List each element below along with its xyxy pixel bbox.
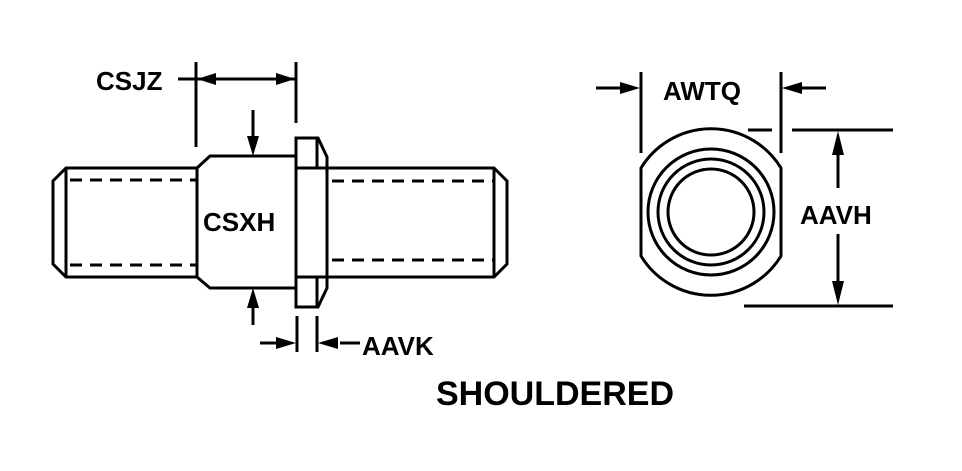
- bore: [666, 167, 756, 257]
- aavh-dimension: AAVH: [744, 128, 893, 308]
- right-thread-dash: [332, 179, 494, 262]
- awtq-dimension: AWTQ: [596, 72, 826, 153]
- middle-ring: [656, 157, 766, 267]
- end-outline: [639, 127, 783, 297]
- end-view: AWTQ AAVH: [596, 72, 893, 308]
- flange: [294, 136, 329, 309]
- aavk-dimension: AAVK: [260, 316, 434, 361]
- diagram-title: SHOULDERED: [436, 375, 674, 413]
- aavh-label: AAVH: [800, 200, 872, 230]
- csxh-dimension: CSXH: [203, 110, 275, 325]
- outer-ring: [646, 147, 776, 277]
- awtq-label: AWTQ: [663, 76, 741, 106]
- csjz-dimension: CSJZ: [96, 62, 298, 147]
- csjz-label: CSJZ: [96, 66, 163, 96]
- left-thread: [51, 166, 197, 279]
- aavk-label: AAVK: [362, 331, 434, 361]
- csxh-label: CSXH: [203, 207, 275, 237]
- side-view: CSJZ CSXH AAVK: [51, 62, 509, 361]
- left-thread-dash: [70, 178, 197, 267]
